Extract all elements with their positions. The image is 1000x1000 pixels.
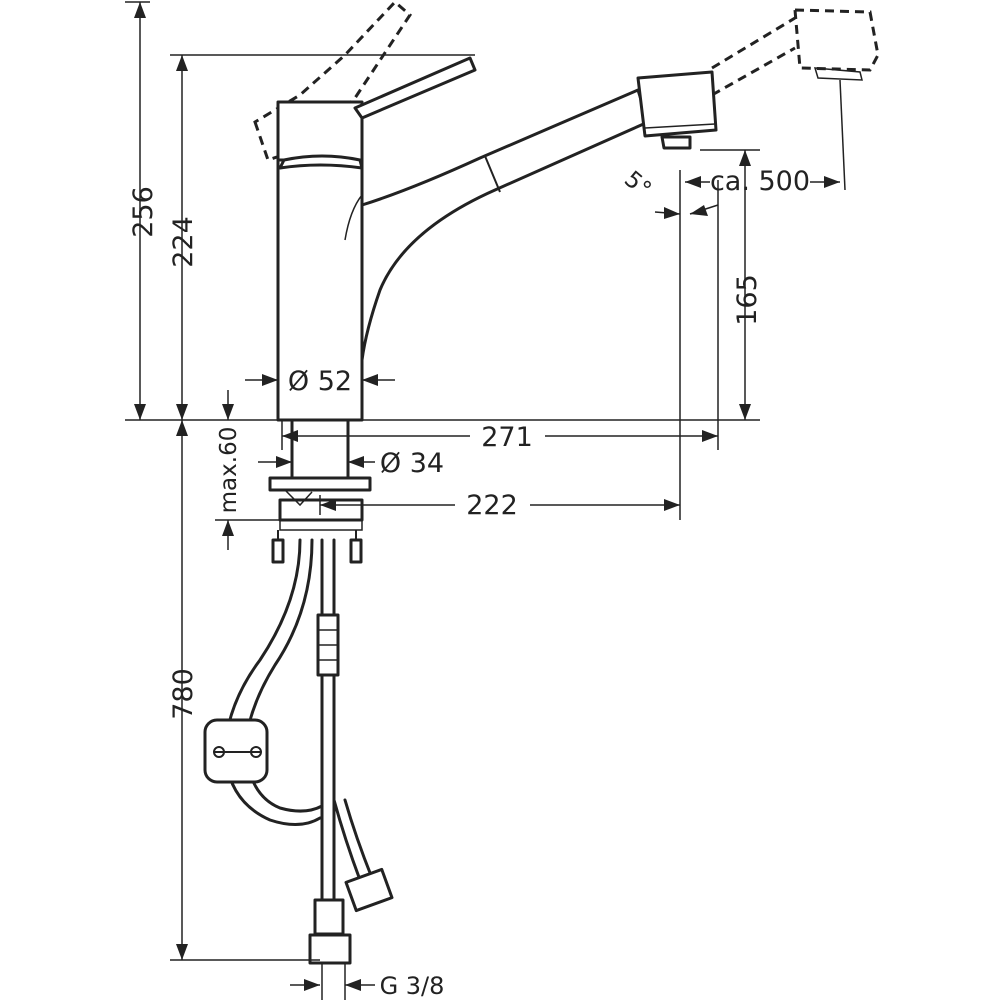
connection-thread-label: G 3/8 [380,972,445,1000]
mounting-shank [268,418,372,564]
reach-spout-label: 222 [466,490,518,521]
spout-angle-label: 5° [619,166,656,203]
pullout-length-label: ca. 500 [710,166,810,197]
hose-length-label: 780 [168,668,199,720]
spout-height-label: 165 [732,274,763,326]
body-diameter-label: Ø 52 [288,366,352,397]
total-height-label: 256 [128,186,159,238]
dimension-lines [125,1,846,991]
faucet-body [276,56,718,422]
pulled-out-spray-head [711,8,880,97]
supply-hoses [308,538,394,1000]
max-deck-thickness-label: max.60 [216,427,242,514]
shank-diameter-label: Ø 34 [380,448,444,479]
pullout-hose [203,538,324,826]
reach-total-label: 271 [481,422,533,453]
lever-height-label: 224 [168,216,199,268]
